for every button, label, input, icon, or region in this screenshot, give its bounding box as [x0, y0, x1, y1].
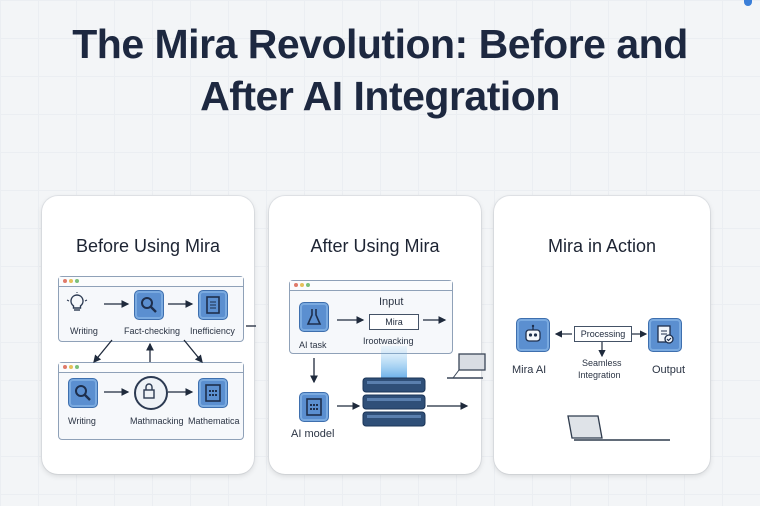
before-bottom-label-3: Mathematica — [188, 416, 240, 426]
after-ai-task-label: AI task — [299, 340, 327, 350]
window-bar — [290, 281, 452, 291]
before-bottom-label-1: Writing — [68, 416, 96, 426]
window-bar — [59, 363, 243, 373]
card-action: Mira in Action Mira AI Processing Seamle… — [494, 196, 710, 474]
action-seamless-label: Seamless — [582, 358, 622, 368]
processing-label: Processing — [581, 329, 626, 339]
before-top-label-3: Inefficiency — [190, 326, 235, 336]
page-title: The Mira Revolution: Before and After AI… — [0, 18, 760, 122]
action-integration-label: Integration — [578, 370, 621, 380]
before-bottom-label-2: Mathmacking — [130, 416, 184, 426]
laptop-icon — [568, 416, 670, 440]
before-top-label-2: Fact-checking — [124, 326, 180, 336]
robot-icon — [516, 318, 550, 352]
flask-icon — [299, 302, 329, 332]
output-doc-icon — [648, 318, 682, 352]
magnifier-icon — [68, 378, 98, 408]
action-output-label: Output — [652, 364, 685, 376]
mira-box-label: Mira — [385, 317, 403, 327]
window-bar — [59, 277, 243, 287]
after-ai-model-label: AI model — [291, 428, 334, 440]
server-icon — [363, 378, 425, 426]
action-heading: Mira in Action — [494, 236, 710, 257]
before-heading: Before Using Mira — [42, 236, 254, 257]
mira-box: Mira — [369, 314, 419, 330]
magnifier-icon — [134, 290, 164, 320]
lightbulb-icon — [66, 292, 88, 319]
calculator-icon — [299, 392, 329, 422]
title-line-1: The Mira Revolution: Before and — [0, 18, 760, 70]
after-input-label: Input — [379, 296, 403, 308]
title-line-2: After AI Integration — [0, 70, 760, 122]
before-top-label-1: Writing — [70, 326, 98, 336]
calculator-icon — [198, 378, 228, 408]
card-after: After Using Mira AI task Input Mira Iroo… — [269, 196, 481, 474]
action-mira-ai-label: Mira AI — [512, 364, 546, 376]
after-heading: After Using Mira — [269, 236, 481, 257]
document-icon — [198, 290, 228, 320]
processing-box: Processing — [574, 326, 632, 342]
card-before: Before Using Mira Writing Fact-checking … — [42, 196, 254, 474]
after-process-label: Irootwacking — [363, 336, 414, 346]
laptop-icon — [447, 354, 485, 378]
lock-icon — [134, 376, 168, 410]
